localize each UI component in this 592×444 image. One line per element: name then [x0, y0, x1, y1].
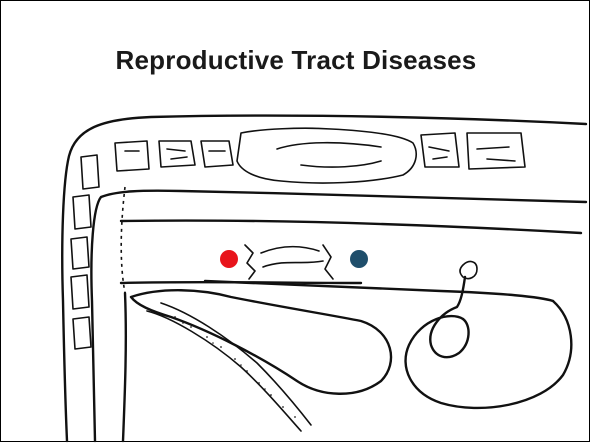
tail-vertebra-2 — [73, 195, 91, 229]
cervix-line — [205, 281, 553, 301]
tail-vertebra-1 — [81, 155, 99, 189]
vertebra-4 — [421, 133, 459, 167]
tract-upper-line — [121, 221, 581, 234]
vertebra-5 — [467, 133, 525, 169]
vertebra-2 — [159, 141, 195, 167]
vulva-line — [123, 293, 126, 441]
tail-vertebra-4 — [71, 275, 89, 309]
vertebrae-dorsal — [115, 128, 525, 183]
cervix-rings — [245, 245, 333, 279]
blue-marker — [350, 250, 368, 268]
pelvic-boundary-dashed — [121, 187, 125, 293]
vertebra-sacrum — [237, 128, 416, 183]
vertebra-1 — [115, 141, 149, 171]
vertebrae-tail — [71, 155, 99, 349]
tail-vertebra-3 — [71, 237, 89, 269]
vertebra-3 — [201, 141, 233, 167]
ovary — [460, 262, 477, 279]
uterus-horn-outline — [406, 301, 572, 408]
tail-vertebra-5 — [73, 317, 91, 349]
red-marker — [220, 250, 238, 268]
urethra-outline — [147, 303, 311, 431]
